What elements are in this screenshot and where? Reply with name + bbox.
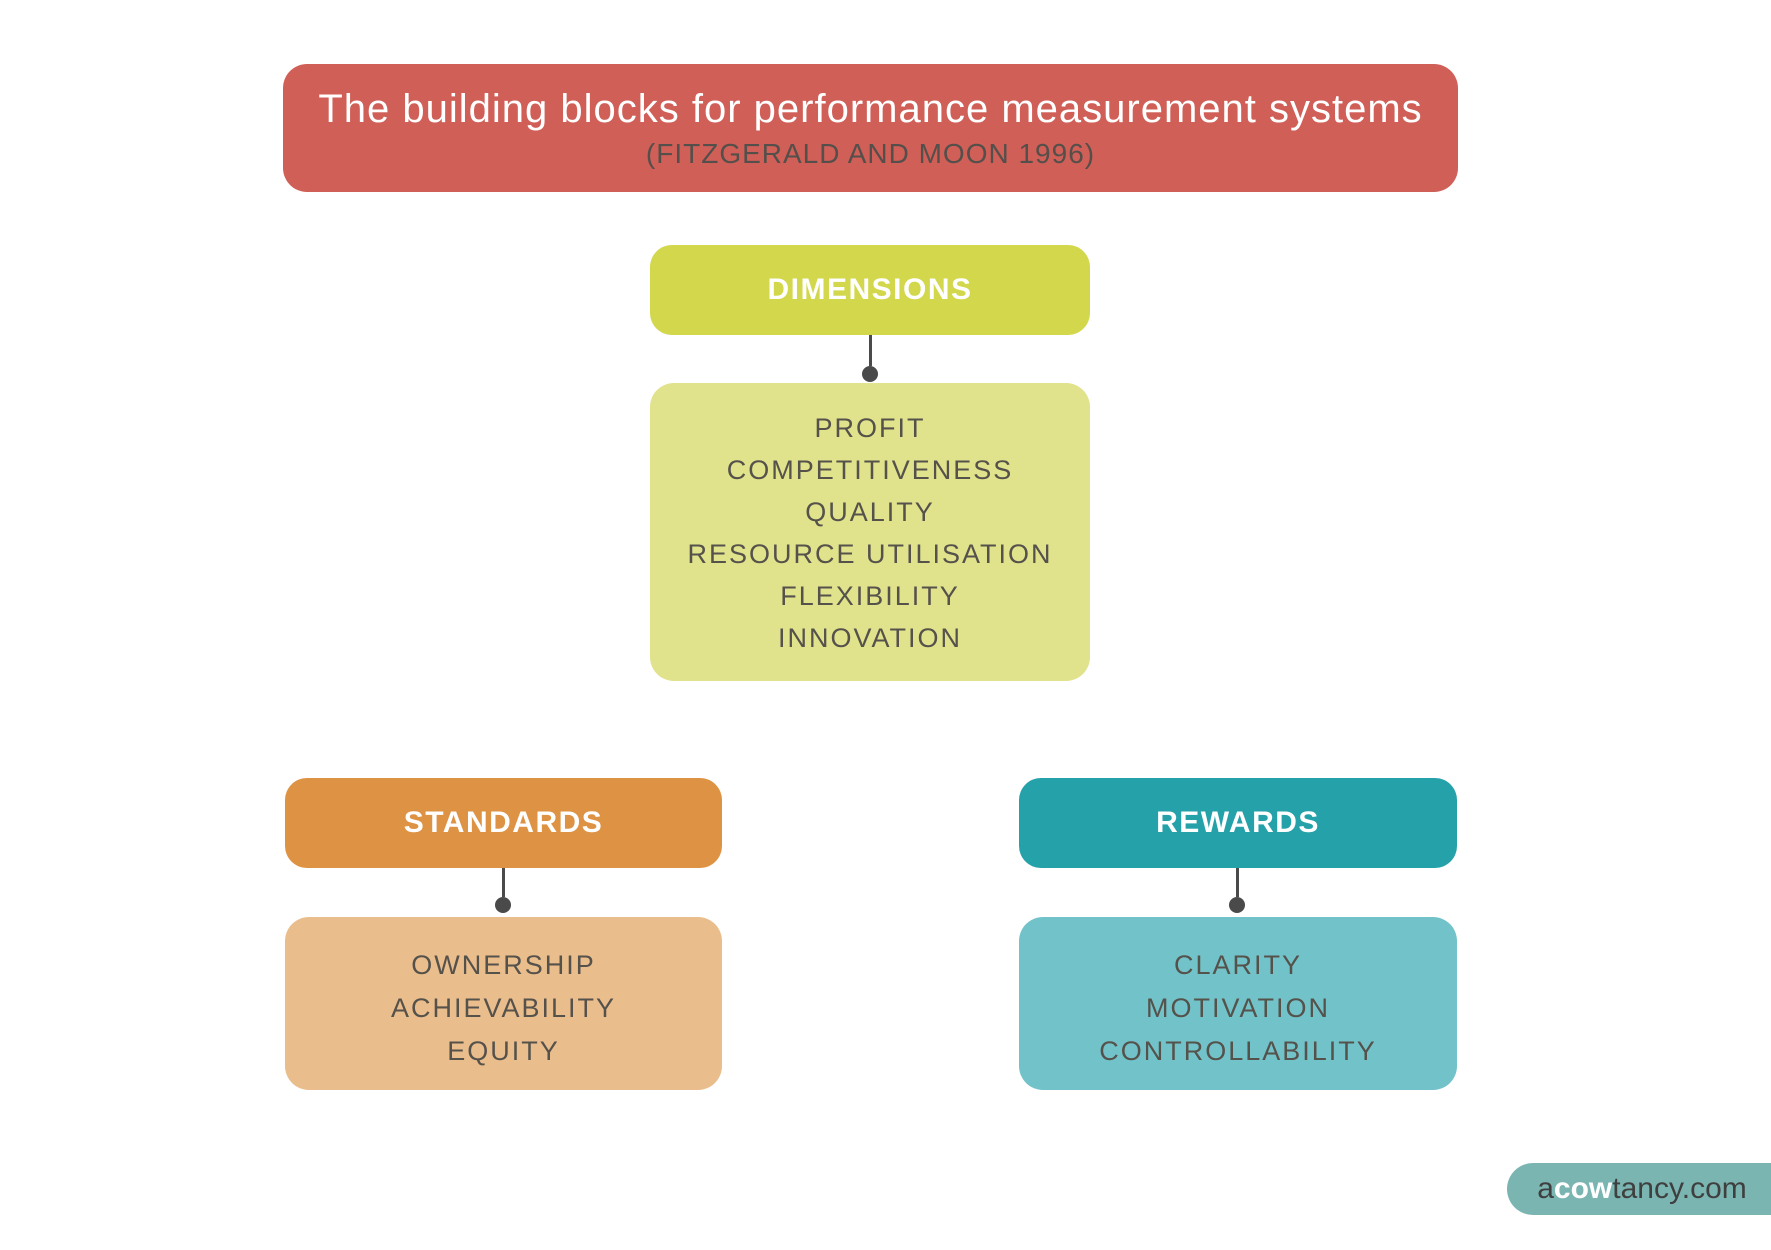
standards-items-box: OWNERSHIP ACHIEVABILITY EQUITY <box>285 917 722 1090</box>
brand-highlight: cow <box>1553 1172 1613 1205</box>
list-item: RESOURCE UTILISATION <box>687 538 1053 569</box>
list-item: CLARITY <box>1173 950 1303 980</box>
page-title: The building blocks for performance meas… <box>318 86 1423 131</box>
list-item: COMPETITIVENESS <box>726 454 1014 485</box>
rewards-connector <box>1229 868 1245 913</box>
connector-line <box>501 868 505 897</box>
standards-header-box: STANDARDS <box>285 778 722 868</box>
title-banner: The building blocks for performance meas… <box>283 64 1458 192</box>
rewards-label: REWARDS <box>1156 806 1320 839</box>
list-item: QUALITY <box>805 496 935 527</box>
standards-label: STANDARDS <box>403 806 604 839</box>
connector-line <box>868 335 872 366</box>
list-item: MOTIVATION <box>1146 993 1330 1023</box>
list-item: FLEXIBILITY <box>780 580 960 611</box>
rewards-items-box: CLARITY MOTIVATION CONTROLLABILITY <box>1019 917 1457 1090</box>
list-item: OWNERSHIP <box>411 950 596 980</box>
connector-line <box>1235 868 1239 897</box>
list-item: CONTROLLABILITY <box>1099 1036 1377 1066</box>
list-item: PROFIT <box>814 412 926 443</box>
dimensions-label: DIMENSIONS <box>767 273 973 306</box>
brand-prefix: a <box>1537 1172 1554 1205</box>
dimensions-items-box: PROFIT COMPETITIVENESS QUALITY RESOURCE UTI… <box>650 383 1090 681</box>
brand-suffix: tancy.com <box>1612 1172 1747 1205</box>
connector-dot <box>495 897 511 913</box>
connector-dot <box>1229 897 1245 913</box>
list-item: ACHIEVABILITY <box>390 993 617 1023</box>
page-subtitle: (FITZGERALD AND MOON 1996) <box>645 137 1096 169</box>
rewards-header-box: REWARDS <box>1019 778 1457 868</box>
list-item: EQUITY <box>447 1036 560 1066</box>
dimensions-connector <box>862 335 878 382</box>
list-item: INNOVATION <box>777 622 962 653</box>
standards-connector <box>495 868 511 913</box>
dimensions-header-box: DIMENSIONS <box>650 245 1090 335</box>
connector-dot <box>862 366 878 382</box>
